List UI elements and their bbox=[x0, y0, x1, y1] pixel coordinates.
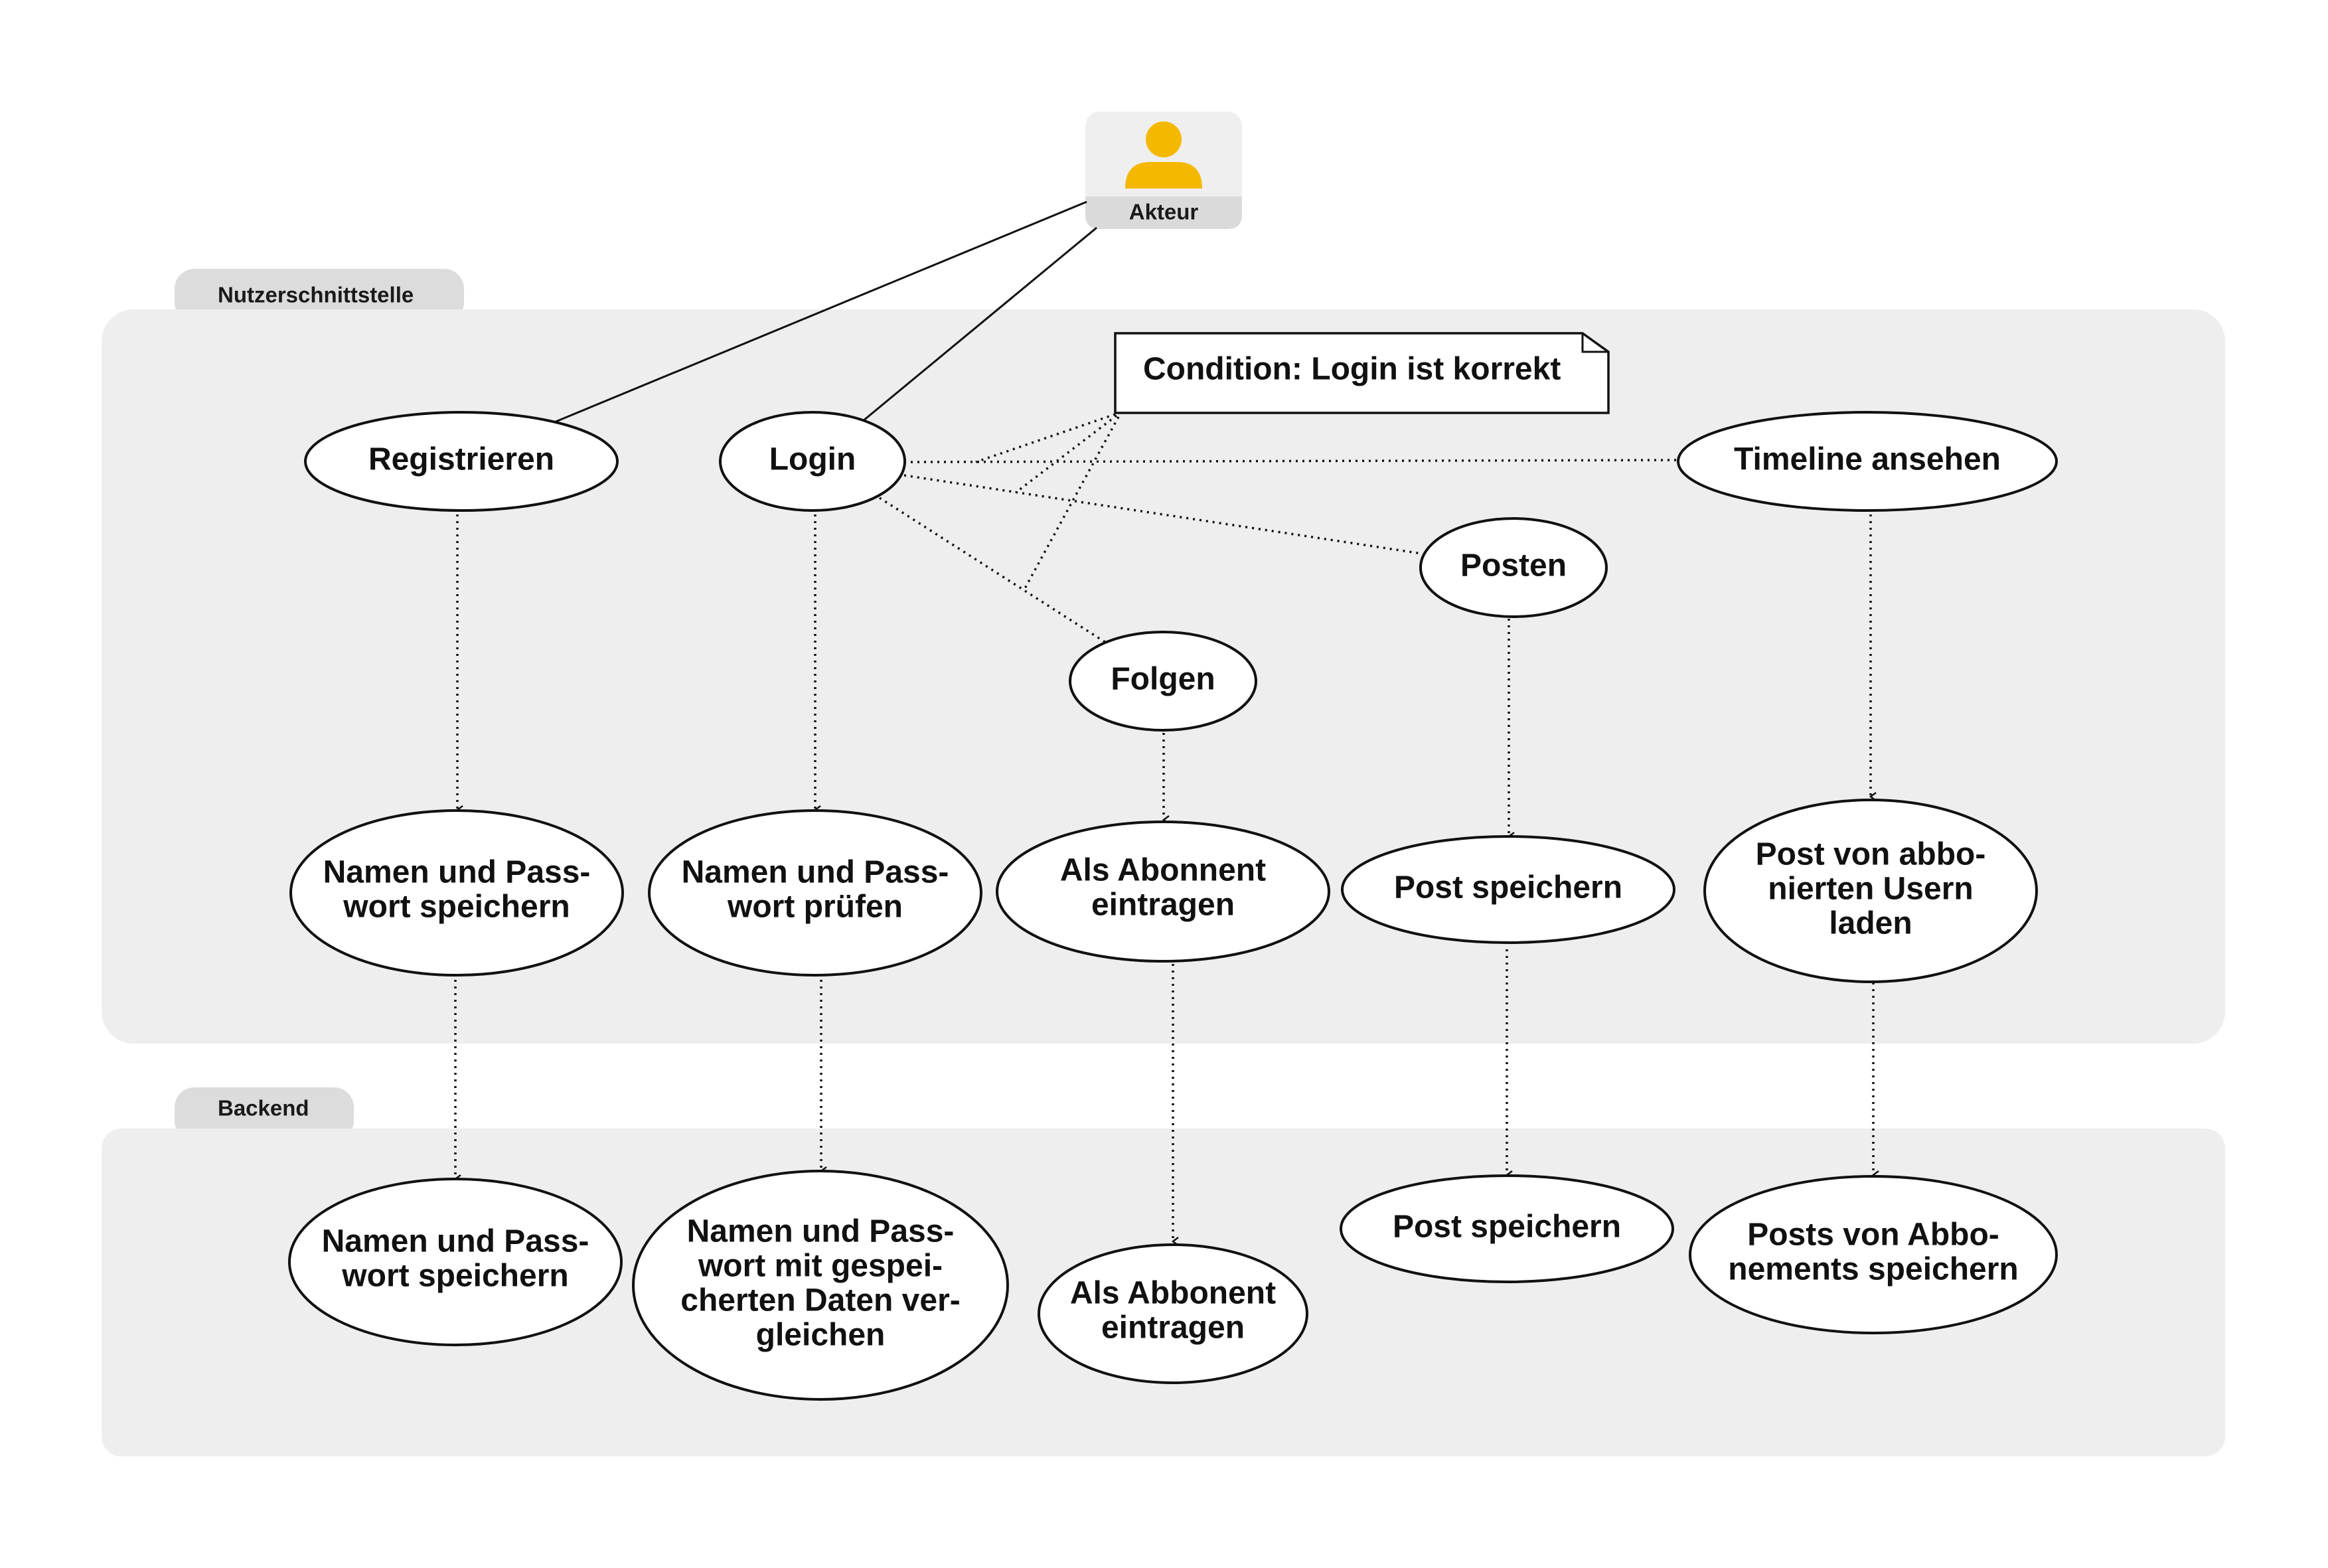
usecase-timeline[interactable]: Timeline ansehen bbox=[1677, 411, 2058, 512]
usecase-ui-post-speichern-label: Post speichern bbox=[1394, 870, 1622, 905]
usecase-ui-post-laden-line2: nierten Usern bbox=[1768, 872, 1973, 907]
usecase-be-posts-abos-line1: Posts von Abbo- bbox=[1747, 1217, 1999, 1253]
usecase-ui-post-speichern[interactable]: Post speichern bbox=[1341, 835, 1675, 944]
usecase-login[interactable]: Login bbox=[719, 411, 906, 512]
note-to-login-a bbox=[975, 413, 1116, 463]
usecase-be-namen-vergleichen[interactable]: Namen und Pass- wort mit gespei- cherten… bbox=[632, 1170, 1009, 1401]
usecase-ui-post-laden[interactable]: Post von abbo- nierten Usern laden bbox=[1703, 799, 2038, 983]
usecase-be-namen-speichern-line1: Namen und Pass- bbox=[322, 1224, 589, 1259]
note-to-login-b bbox=[1014, 414, 1118, 494]
actor-associations bbox=[554, 200, 1097, 424]
usecase-be-abonnent[interactable]: Als Abbonent eintragen bbox=[1038, 1243, 1308, 1384]
usecase-posten-label: Posten bbox=[1460, 548, 1567, 584]
usecase-ui-namen-pruefen[interactable]: Namen und Pass- wort prüfen bbox=[648, 809, 982, 977]
actor[interactable]: Akteur bbox=[1085, 112, 1242, 229]
usecase-ui-namen-speichern[interactable]: Namen und Pass- wort speichern bbox=[289, 809, 624, 977]
usecase-folgen-label: Folgen bbox=[1111, 662, 1215, 697]
note-text: Condition: Login ist korrekt bbox=[1143, 352, 1561, 387]
note-shape bbox=[1114, 332, 1610, 414]
condition-note: Condition: Login ist korrekt bbox=[1114, 332, 1610, 414]
usecase-be-post-speichern-label: Post speichern bbox=[1393, 1210, 1621, 1245]
note-fold bbox=[1581, 333, 1608, 353]
usecase-registrieren[interactable]: Registrieren bbox=[304, 411, 619, 512]
usecase-be-namen-vergleichen-line4: gleichen bbox=[756, 1318, 886, 1353]
usecase-be-posts-abos-line2: nements speichern bbox=[1728, 1252, 2018, 1287]
usecase-be-namen-vergleichen-line3: cherten Daten ver- bbox=[680, 1283, 960, 1318]
usecase-be-abonnent-line2: eintragen bbox=[1101, 1310, 1245, 1346]
usecase-be-namen-speichern[interactable]: Namen und Pass- wort speichern bbox=[288, 1178, 623, 1346]
include-arrows bbox=[453, 514, 1879, 1246]
usecase-login-label: Login bbox=[769, 442, 856, 477]
usecase-be-namen-speichern-line2: wort speichern bbox=[341, 1259, 568, 1294]
usecase-ui-abonnent[interactable]: Als Abonnent eintragen bbox=[996, 821, 1330, 963]
usecase-be-abonnent-line1: Als Abbonent bbox=[1070, 1276, 1276, 1311]
usecase-be-post-speichern[interactable]: Post speichern bbox=[1340, 1174, 1674, 1283]
lane-ui-tab bbox=[175, 269, 464, 322]
usecase-posten[interactable]: Posten bbox=[1419, 517, 1608, 618]
association-registrieren bbox=[554, 200, 1087, 424]
lane-ui-label: Nutzerschnittstelle bbox=[218, 283, 414, 307]
usecase-be-namen-vergleichen-line2: wort mit gespei- bbox=[698, 1249, 943, 1284]
usecase-ui-abonnent-line2: eintragen bbox=[1091, 888, 1235, 923]
login-to-folgen bbox=[879, 497, 1107, 644]
usecase-ui-post-laden-line3: laden bbox=[1829, 906, 1912, 941]
usecase-ui-namen-speichern-line1: Namen und Pass- bbox=[323, 855, 591, 890]
use-case-ovals: Registrieren Login Timeline ansehen Post… bbox=[288, 411, 2058, 1401]
person-icon bbox=[1125, 121, 1202, 189]
usecase-folgen[interactable]: Folgen bbox=[1069, 631, 1257, 732]
actor-label-bg bbox=[1085, 196, 1242, 229]
association-login bbox=[862, 226, 1097, 422]
login-to-posten bbox=[903, 474, 1423, 555]
usecase-ui-namen-pruefen-line2: wort prüfen bbox=[727, 890, 903, 925]
usecase-be-posts-abos[interactable]: Posts von Abbo- nements speichern bbox=[1689, 1175, 2058, 1334]
usecase-registrieren-label: Registrieren bbox=[368, 442, 554, 477]
usecase-timeline-label: Timeline ansehen bbox=[1734, 442, 2001, 477]
usecase-ui-abonnent-line1: Als Abonnent bbox=[1060, 853, 1266, 888]
usecase-ui-post-laden-line1: Post von abbo- bbox=[1756, 837, 1986, 872]
usecase-ui-namen-speichern-line2: wort speichern bbox=[343, 890, 570, 925]
dotted-connections bbox=[879, 413, 1681, 644]
lane-backend-tab bbox=[175, 1087, 354, 1140]
actor-label: Akteur bbox=[1129, 200, 1199, 224]
usecase-ui-namen-pruefen-line1: Namen und Pass- bbox=[682, 855, 949, 890]
lane-backend-label: Backend bbox=[218, 1096, 309, 1121]
usecase-be-namen-vergleichen-line1: Namen und Pass- bbox=[687, 1214, 955, 1249]
